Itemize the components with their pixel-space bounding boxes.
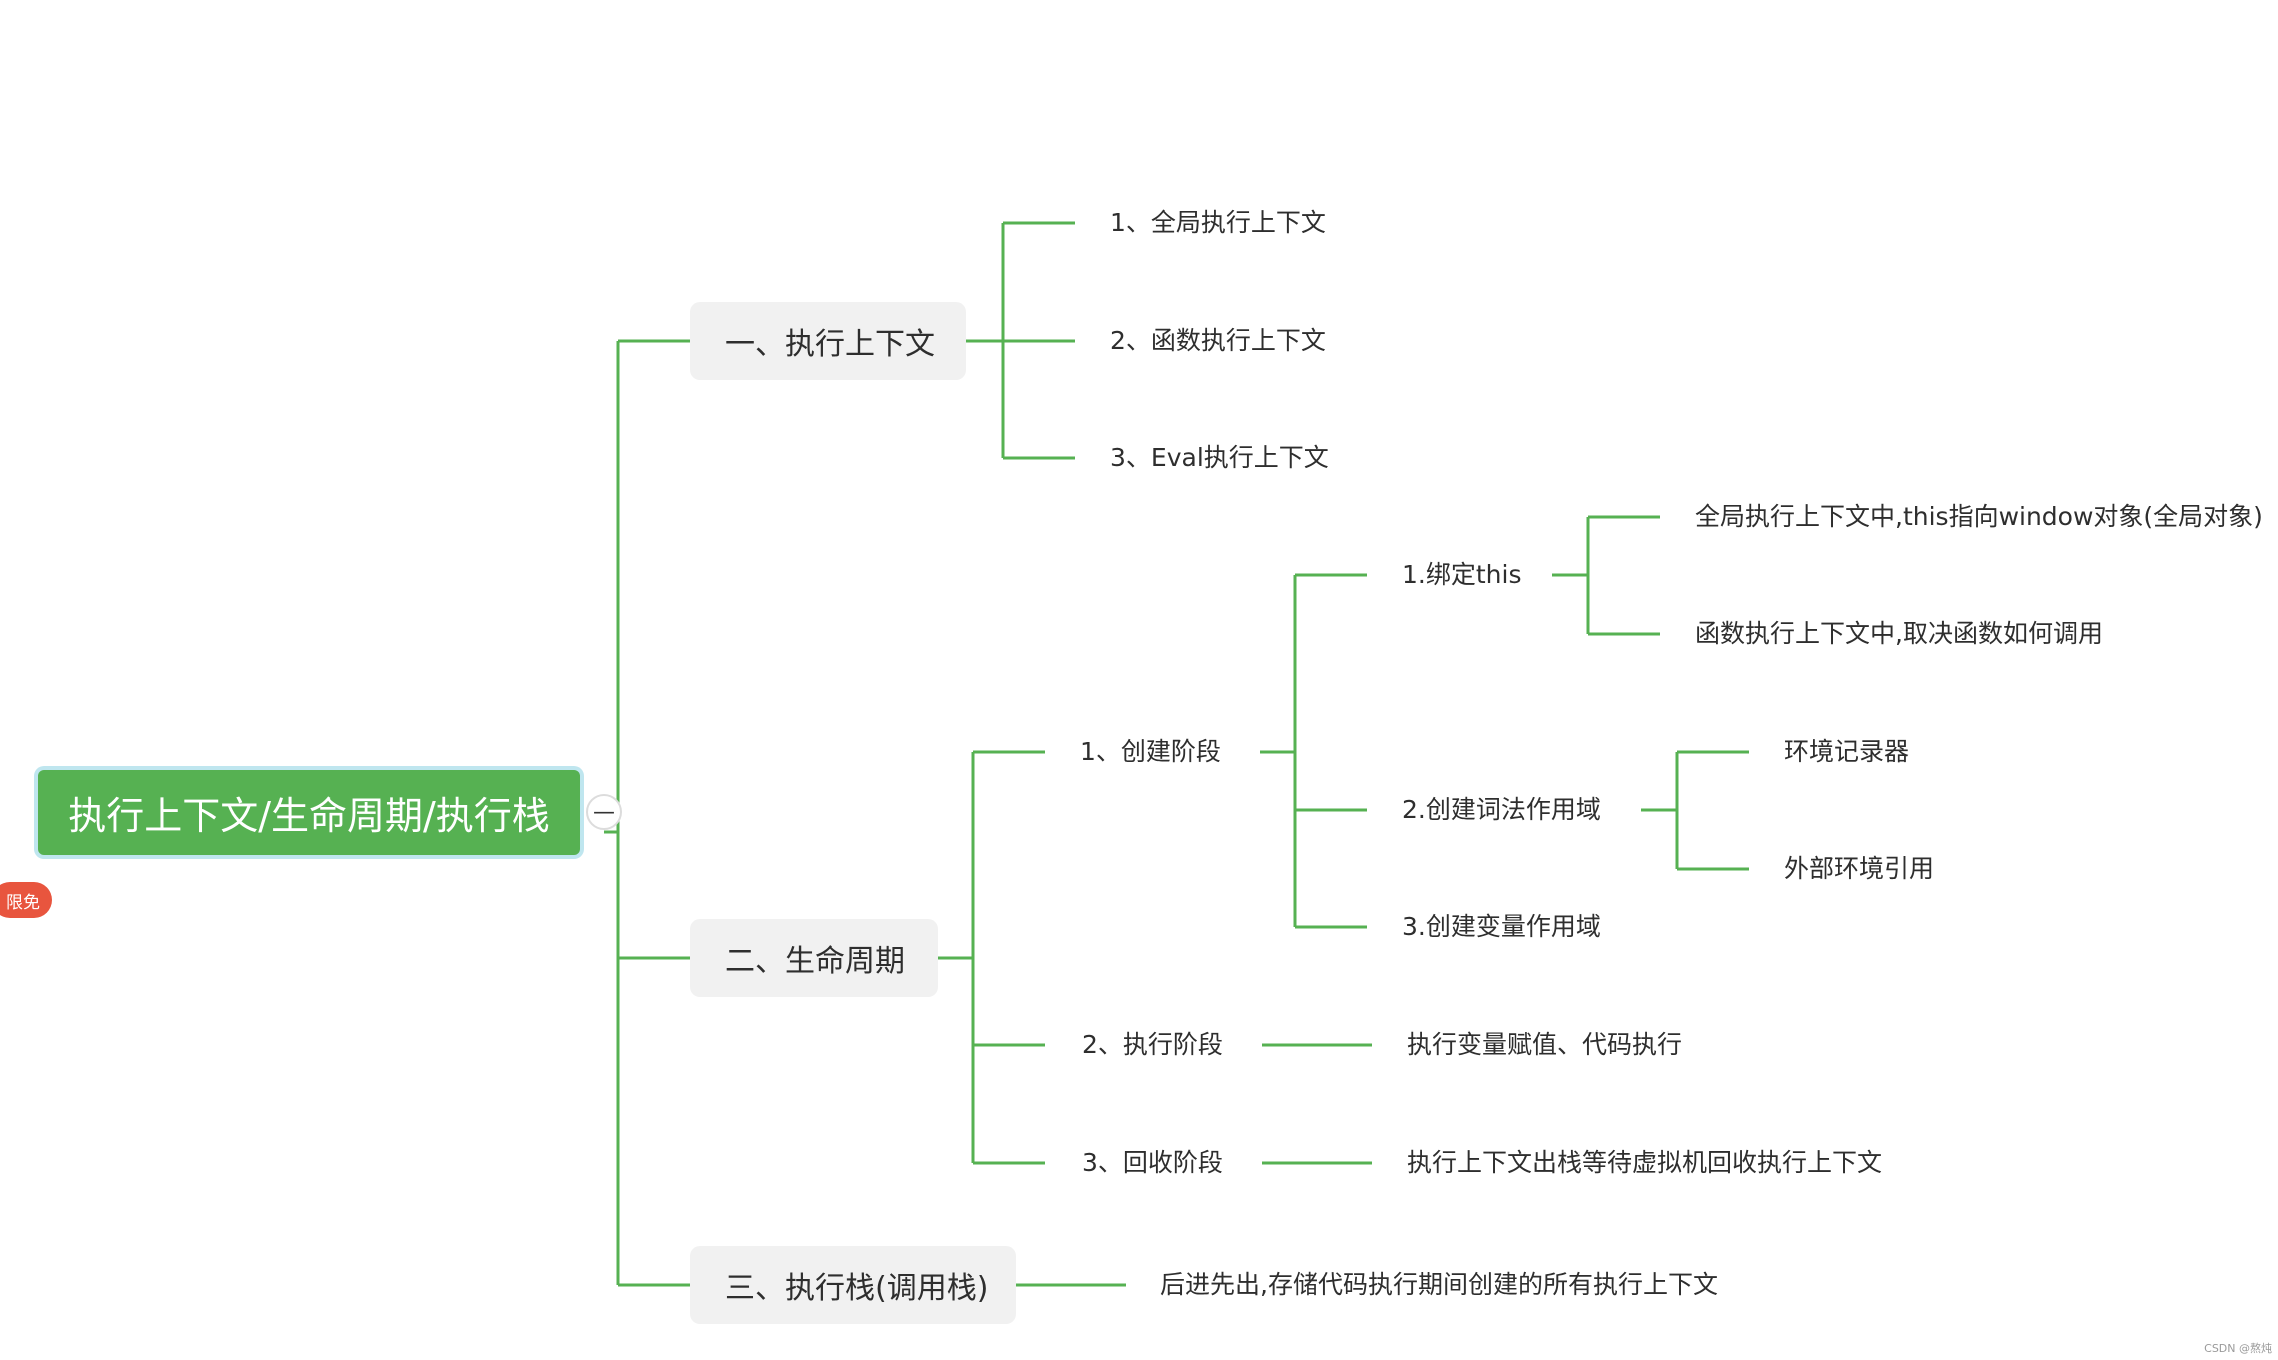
- leaf-global-context[interactable]: 1、全局执行上下文: [1110, 208, 1326, 237]
- stage-create[interactable]: 1、创建阶段: [1080, 737, 1221, 766]
- footer-watermark: CSDN @熬炖: [2204, 1342, 2272, 1355]
- collapse-button[interactable]: —: [586, 794, 622, 830]
- branch2-connector: [938, 750, 1045, 1165]
- leaf-this-function[interactable]: 函数执行上下文中,取决函数如何调用: [1695, 619, 2103, 648]
- stage-recycle[interactable]: 3、回收阶段: [1082, 1148, 1223, 1177]
- leaf-call-stack-detail[interactable]: 后进先出,存储代码执行期间创建的所有执行上下文: [1160, 1270, 1718, 1299]
- leaf-recycle-detail[interactable]: 执行上下文出栈等待虚拟机回收执行上下文: [1407, 1148, 1883, 1177]
- lexical-connector: [1641, 750, 1749, 871]
- stage1-connector: [1260, 573, 1367, 929]
- bind-this-connector: [1552, 515, 1660, 636]
- leaf-eval-context[interactable]: 3、Eval执行上下文: [1110, 443, 1329, 472]
- branch-lifecycle[interactable]: 二、生命周期: [690, 919, 938, 997]
- node-lexical-scope[interactable]: 2.创建词法作用域: [1402, 795, 1601, 824]
- leaf-function-context[interactable]: 2、函数执行上下文: [1110, 326, 1326, 355]
- node-bind-this[interactable]: 1.绑定this: [1402, 560, 1522, 589]
- branch1-connector: [966, 221, 1075, 460]
- node-variable-scope[interactable]: 3.创建变量作用域: [1402, 912, 1601, 941]
- branch-execution-context[interactable]: 一、执行上下文: [690, 302, 966, 380]
- free-badge: 限免: [0, 882, 52, 918]
- root-node[interactable]: 执行上下文/生命周期/执行栈: [38, 770, 580, 855]
- leaf-environment-record[interactable]: 环境记录器: [1784, 737, 1910, 766]
- leaf-outer-reference[interactable]: 外部环境引用: [1784, 854, 1935, 883]
- branch-call-stack[interactable]: 三、执行栈(调用栈): [690, 1246, 1016, 1324]
- leaf-execute-detail[interactable]: 执行变量赋值、代码执行: [1407, 1030, 1683, 1059]
- stage-execute[interactable]: 2、执行阶段: [1082, 1030, 1223, 1059]
- leaf-this-global[interactable]: 全局执行上下文中,this指向window对象(全局对象): [1695, 502, 2263, 531]
